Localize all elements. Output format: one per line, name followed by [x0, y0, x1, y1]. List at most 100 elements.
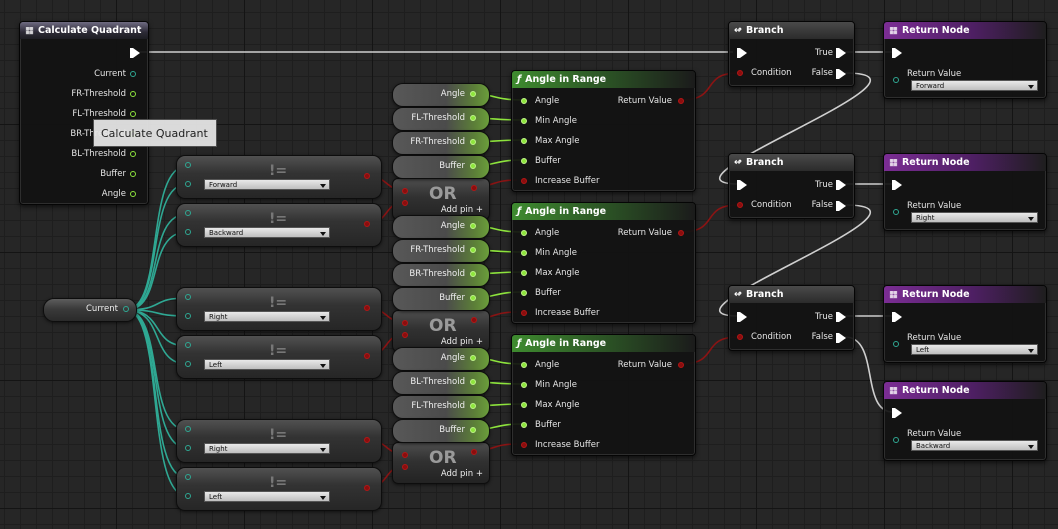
- fl-threshold-pin[interactable]: [130, 111, 136, 117]
- compare-b-pin[interactable]: [185, 229, 191, 235]
- or-node[interactable]: OR Add pin +: [392, 178, 490, 220]
- variable-getter-node[interactable]: Buffer: [392, 155, 490, 179]
- variable-out-pin[interactable]: [470, 223, 476, 229]
- max-angle-in-pin[interactable]: [521, 270, 527, 276]
- false-exec-pin[interactable]: [836, 69, 846, 79]
- return-node[interactable]: ▦Return Node Return Value Right: [883, 153, 1047, 231]
- max-angle-in-pin[interactable]: [521, 138, 527, 144]
- compare-out-pin[interactable]: [364, 173, 370, 179]
- min-angle-in-pin[interactable]: [521, 382, 527, 388]
- compare-node[interactable]: != Right: [176, 287, 382, 331]
- return-value-dropdown[interactable]: Forward: [911, 80, 1038, 91]
- variable-getter-node[interactable]: BL-Threshold: [392, 371, 490, 395]
- return-value-pin[interactable]: [893, 209, 899, 215]
- or-out-pin[interactable]: [471, 449, 477, 455]
- fr-threshold-pin[interactable]: [130, 91, 136, 97]
- condition-pin[interactable]: [737, 202, 743, 208]
- or-in-pin[interactable]: [402, 332, 408, 338]
- compare-enum-dropdown[interactable]: Forward: [204, 179, 330, 190]
- exec-in-pin[interactable]: [892, 180, 902, 190]
- current-variable-node[interactable]: Current: [43, 298, 137, 322]
- compare-b-pin[interactable]: [185, 493, 191, 499]
- branch-node[interactable]: ↫Branch Condition True False: [728, 21, 855, 87]
- compare-node[interactable]: != Forward: [176, 155, 382, 199]
- or-out-pin[interactable]: [471, 185, 477, 191]
- variable-out-pin[interactable]: [470, 403, 476, 409]
- or-in-pin[interactable]: [402, 320, 408, 326]
- exec-out-pin[interactable]: [130, 48, 140, 58]
- return-value-pin[interactable]: [893, 437, 899, 443]
- variable-getter-node[interactable]: Angle: [392, 215, 490, 239]
- variable-out-pin[interactable]: [470, 115, 476, 121]
- variable-out-pin[interactable]: [470, 379, 476, 385]
- branch-node[interactable]: ↫Branch Condition True False: [728, 153, 855, 219]
- compare-out-pin[interactable]: [364, 305, 370, 311]
- variable-out-pin[interactable]: [470, 163, 476, 169]
- compare-node[interactable]: != Left: [176, 335, 382, 379]
- max-angle-in-pin[interactable]: [521, 402, 527, 408]
- compare-enum-dropdown[interactable]: Right: [204, 311, 330, 322]
- variable-getter-node[interactable]: BR-Threshold: [392, 263, 490, 287]
- variable-getter-node[interactable]: FR-Threshold: [392, 131, 490, 155]
- compare-enum-dropdown[interactable]: Backward: [204, 227, 330, 238]
- add-pin-button[interactable]: Add pin +: [440, 469, 483, 479]
- compare-a-pin[interactable]: [185, 210, 191, 216]
- return-value-pin[interactable]: [893, 77, 899, 83]
- variable-getter-node[interactable]: Angle: [392, 347, 490, 371]
- condition-pin[interactable]: [737, 70, 743, 76]
- variable-getter-node[interactable]: Buffer: [392, 419, 490, 443]
- exec-in-pin[interactable]: [892, 48, 902, 58]
- current-pin[interactable]: [130, 71, 136, 77]
- angle-pin[interactable]: [130, 191, 136, 197]
- return-value-out-pin[interactable]: [678, 362, 684, 368]
- angle-in-pin[interactable]: [521, 230, 527, 236]
- function-entry-node[interactable]: ▦ Calculate Quadrant Current FR-Threshol…: [19, 21, 149, 205]
- compare-b-pin[interactable]: [185, 445, 191, 451]
- compare-node[interactable]: != Right: [176, 419, 382, 463]
- or-in-pin[interactable]: [402, 200, 408, 206]
- return-node[interactable]: ▦Return Node Return Value Left: [883, 285, 1047, 363]
- angle-in-pin[interactable]: [521, 98, 527, 104]
- variable-out-pin[interactable]: [470, 295, 476, 301]
- true-exec-pin[interactable]: [836, 312, 846, 322]
- true-exec-pin[interactable]: [836, 48, 846, 58]
- variable-out-pin[interactable]: [470, 427, 476, 433]
- return-value-dropdown[interactable]: Right: [911, 212, 1038, 223]
- compare-a-pin[interactable]: [185, 474, 191, 480]
- add-pin-button[interactable]: Add pin +: [440, 337, 483, 347]
- return-node[interactable]: ▦Return Node Return Value Forward: [883, 21, 1047, 99]
- min-angle-in-pin[interactable]: [521, 250, 527, 256]
- return-value-out-pin[interactable]: [678, 230, 684, 236]
- buffer-in-pin[interactable]: [521, 422, 527, 428]
- increase-buffer-in-pin[interactable]: [521, 442, 527, 448]
- variable-getter-node[interactable]: FR-Threshold: [392, 239, 490, 263]
- current-variable-out-pin[interactable]: [123, 306, 129, 312]
- compare-out-pin[interactable]: [364, 353, 370, 359]
- compare-a-pin[interactable]: [185, 162, 191, 168]
- compare-a-pin[interactable]: [185, 342, 191, 348]
- variable-out-pin[interactable]: [470, 355, 476, 361]
- min-angle-in-pin[interactable]: [521, 118, 527, 124]
- buffer-pin[interactable]: [130, 171, 136, 177]
- compare-enum-dropdown[interactable]: Left: [204, 491, 330, 502]
- increase-buffer-in-pin[interactable]: [521, 178, 527, 184]
- condition-pin[interactable]: [737, 334, 743, 340]
- exec-in-pin[interactable]: [892, 312, 902, 322]
- buffer-in-pin[interactable]: [521, 158, 527, 164]
- exec-in-pin[interactable]: [892, 408, 902, 418]
- compare-b-pin[interactable]: [185, 313, 191, 319]
- or-node[interactable]: OR Add pin +: [392, 442, 490, 484]
- increase-buffer-in-pin[interactable]: [521, 310, 527, 316]
- compare-out-pin[interactable]: [364, 485, 370, 491]
- compare-a-pin[interactable]: [185, 426, 191, 432]
- compare-b-pin[interactable]: [185, 181, 191, 187]
- return-value-pin[interactable]: [893, 341, 899, 347]
- compare-b-pin[interactable]: [185, 361, 191, 367]
- return-value-out-pin[interactable]: [678, 98, 684, 104]
- variable-getter-node[interactable]: FL-Threshold: [392, 395, 490, 419]
- variable-out-pin[interactable]: [470, 139, 476, 145]
- true-exec-pin[interactable]: [836, 180, 846, 190]
- variable-getter-node[interactable]: Angle: [392, 83, 490, 107]
